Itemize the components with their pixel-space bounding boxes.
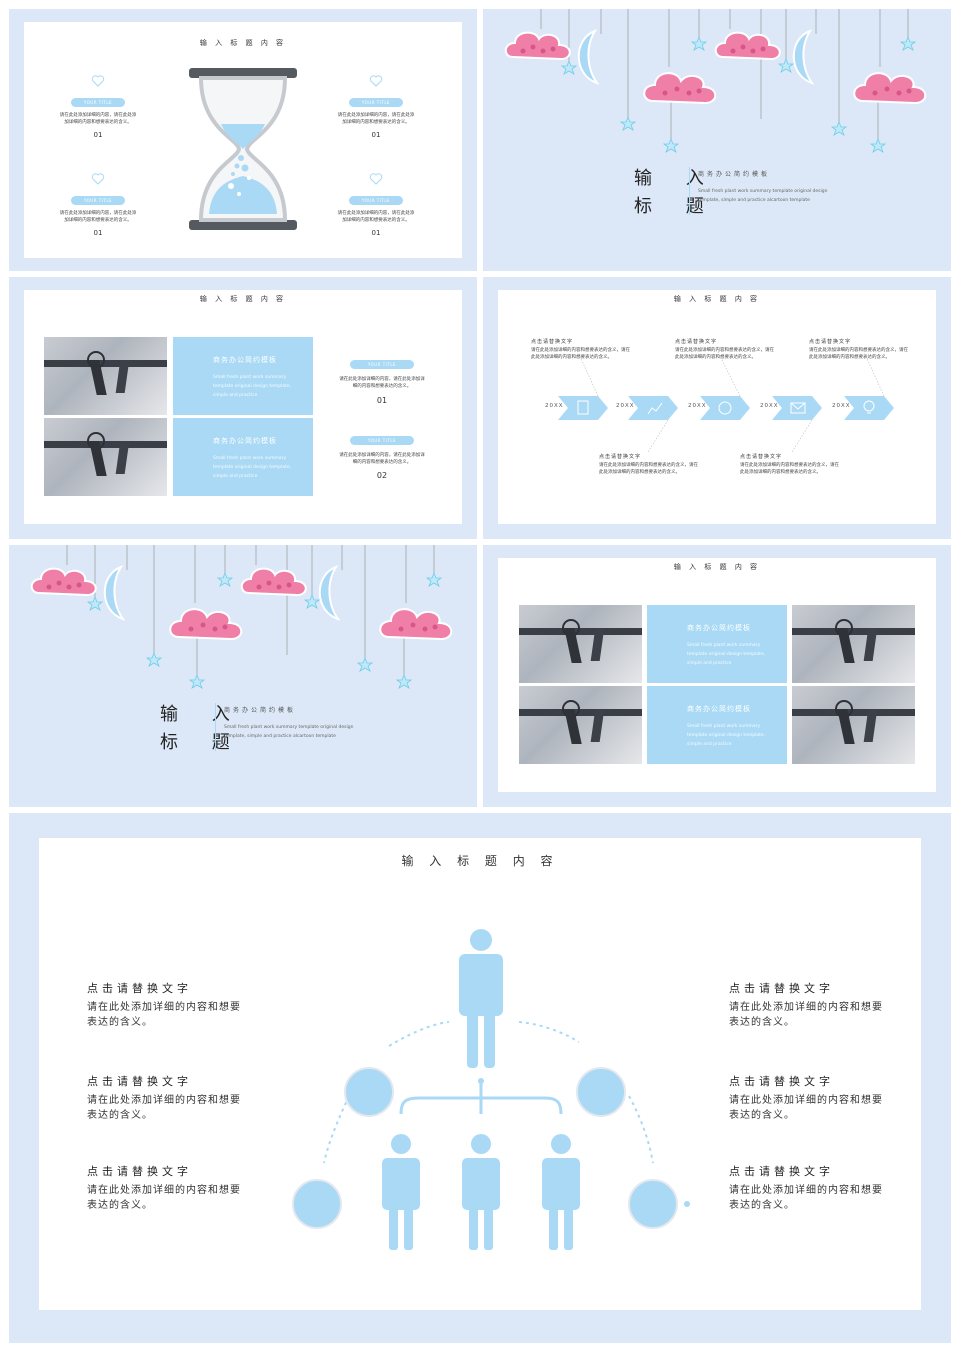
slide-cover[interactable]: 输 入 标 题 商务办公简约模板 Small fresh plant work … (483, 9, 951, 271)
org-heading: 点击请替换文字 (729, 1075, 834, 1088)
photo (44, 337, 167, 415)
pill-label: YOUR TITLE (349, 196, 403, 205)
org-text: 请在此处添加详细的内容和想要表达的含义。 (729, 1185, 883, 1211)
cover-title-line2: 标 题 (160, 732, 244, 753)
slide-timeline[interactable]: 输 入 标 题 内 容 点击请替换文字 请在此处添加详细的内容和想要表达的含义，… (483, 277, 951, 539)
photo (44, 418, 167, 496)
pill-label: YOUR TITLE (71, 98, 125, 107)
hanging-decorations (30, 545, 453, 689)
item-number: 01 (371, 131, 381, 139)
pill-label: YOUR TITLE (349, 98, 403, 107)
divider (689, 167, 690, 215)
item-number: 02 (376, 471, 388, 480)
item-text: 请在此处添加详细的内容，请在此处添加详细的内容和想要表达的含义。 (59, 113, 137, 125)
org-heading: 点击请替换文字 (87, 1165, 192, 1178)
timeline-text: 请在此处添加详细的内容和想要表达的含义，请在此处添加详细的内容和想要表达的含义。 (675, 348, 774, 360)
slide-title: 输 入 标 题 内 容 (673, 563, 761, 571)
slide-card: 输 入 标 题 内 容 点击请替换文字 请在此处添加详细的内容和想要表达的含义。… (39, 838, 921, 1310)
timeline-year: 20XX (688, 403, 707, 409)
timeline-text: 请在此处添加详细的内容和想要表达的含义，请在此处添加详细的内容和想要表达的含义。 (599, 463, 698, 475)
org-text: 请在此处添加详细的内容和想要表达的含义。 (729, 1002, 883, 1028)
item-text: 请在此处添加详细的内容，请在此处添加详细的内容和想要表达的含义。 (339, 453, 425, 465)
timeline-text: 请在此处添加详细的内容和想要表达的含义，请在此处添加详细的内容和想要表达的含义。 (809, 348, 908, 360)
timeline-year: 20XX (545, 403, 564, 409)
org-heading: 点击请替换文字 (729, 1165, 834, 1178)
slide-photo-grid[interactable]: 输 入 标 题 内 容 商务办公简约模板 Small fresh plant w… (483, 545, 951, 807)
slide-title: 输 入 标 题 内 容 (199, 39, 287, 47)
item-number: 01 (93, 229, 103, 237)
slide-title: 输 入 标 题 内 容 (673, 295, 761, 303)
timeline-heading: 点击请替换文字 (809, 339, 852, 345)
timeline-heading: 点击请替换文字 (740, 454, 783, 460)
info-box: 商务办公简约模板 Small fresh plant work summary … (647, 686, 787, 764)
org-text: 请在此处添加详细的内容和想要表达的含义。 (87, 1095, 241, 1121)
cover-english-text: Small fresh plant work summary template … (224, 725, 354, 739)
timeline-chevrons (558, 351, 894, 453)
org-text: 请在此处添加详细的内容和想要表达的含义。 (87, 1185, 241, 1211)
slide-card: 输 入 标 题 内 容 点击请替换文字 请在此处添加详细的内容和想要表达的含义，… (498, 290, 936, 524)
org-heading: 点击请替换文字 (87, 1075, 192, 1088)
item-number: 01 (376, 396, 388, 405)
item-text: 请在此处添加详细的内容，请在此处添加详细的内容和想要表达的含义。 (337, 113, 415, 125)
info-box: 商务办公简约模板 Small fresh plant work summary … (173, 337, 313, 415)
item-text: 请在此处添加详细的内容，请在此处添加详细的内容和想要表达的含义。 (59, 211, 137, 223)
pill-label: YOUR TITLE (350, 436, 414, 445)
photo (519, 686, 642, 764)
heart-icon (91, 173, 105, 185)
pill-label: YOUR TITLE (71, 196, 125, 205)
heart-icon (91, 75, 105, 87)
photo (792, 605, 915, 683)
info-box-title: 商务办公简约模板 (687, 624, 751, 632)
slide-card: 输 入 标 题 内 容 商务办公简约模板 Small fresh plant w… (24, 290, 462, 524)
timeline-text: 请在此处添加详细的内容和想要表达的含义，请在此处添加详细的内容和想要表达的含义。 (740, 463, 839, 475)
info-box-text: Small fresh plant work summary template … (687, 643, 766, 666)
info-box-title: 商务办公简约模板 (213, 356, 277, 364)
heart-icon (369, 75, 383, 87)
cover-title-line1: 输 入 (634, 168, 718, 189)
org-heading: 点击请替换文字 (729, 982, 834, 995)
org-heading: 点击请替换文字 (87, 982, 192, 995)
slide-card: 输 入 标 题 内 容 商务办公简约模板 Small fresh plant w… (498, 558, 936, 792)
info-box-text: Small fresh plant work summary template … (213, 375, 292, 398)
timeline-heading: 点击请替换文字 (599, 454, 642, 460)
slide-hourglass[interactable]: 输 入 标 题 内 容 YOUR TITLE 请在此处添加详细的内容，请在此处添… (9, 9, 477, 271)
hanging-decorations (504, 9, 927, 153)
info-box: 商务办公简约模板 Small fresh plant work summary … (173, 418, 313, 496)
heart-icon (369, 173, 383, 185)
timeline-text: 请在此处添加详细的内容和想要表达的含义，请在此处添加详细的内容和想要表达的含义。 (531, 348, 630, 360)
info-box-title: 商务办公简约模板 (213, 437, 277, 445)
hourglass-icon (189, 68, 297, 230)
slide-title: 输 入 标 题 内 容 (199, 295, 287, 303)
cover-english-text: Small fresh plant work summary template … (698, 189, 828, 203)
timeline-heading: 点击请替换文字 (675, 339, 718, 345)
slide-org-chart[interactable]: 输 入 标 题 内 容 点击请替换文字 请在此处添加详细的内容和想要表达的含义。… (9, 813, 951, 1343)
item-number: 01 (371, 229, 381, 237)
timeline-year: 20XX (760, 403, 779, 409)
photo (792, 686, 915, 764)
timeline-year: 20XX (832, 403, 851, 409)
cover-title-line2: 标 题 (634, 196, 718, 217)
org-text: 请在此处添加详细的内容和想要表达的含义。 (87, 1002, 241, 1028)
item-text: 请在此处添加详细的内容，请在此处添加详细的内容和想要表达的含义。 (339, 377, 425, 389)
slide-cover[interactable]: 输 入 标 题 商务办公简约模板 Small fresh plant work … (9, 545, 477, 807)
item-number: 01 (93, 131, 103, 139)
slide-card: 输 入 标 题 内 容 YOUR TITLE 请在此处添加详细的内容，请在此处添… (24, 22, 462, 258)
info-box-text: Small fresh plant work summary template … (687, 724, 766, 747)
divider (215, 703, 216, 751)
timeline-year: 20XX (616, 403, 635, 409)
item-text: 请在此处添加详细的内容，请在此处添加详细的内容和想要表达的含义。 (337, 211, 415, 223)
info-box: 商务办公简约模板 Small fresh plant work summary … (647, 605, 787, 683)
org-chart-diagram (292, 929, 690, 1250)
cover-subtitle: 商务办公简约模板 (698, 171, 771, 178)
timeline-heading: 点击请替换文字 (531, 339, 574, 345)
org-text: 请在此处添加详细的内容和想要表达的含义。 (729, 1095, 883, 1121)
info-box-text: Small fresh plant work summary template … (213, 456, 292, 479)
cover-title-line1: 输 入 (160, 704, 244, 725)
cover-subtitle: 商务办公简约模板 (224, 707, 297, 714)
photo (519, 605, 642, 683)
slide-photos[interactable]: 输 入 标 题 内 容 商务办公简约模板 Small fresh plant w… (9, 277, 477, 539)
slide-title: 输 入 标 题 内 容 (401, 854, 559, 868)
info-box-title: 商务办公简约模板 (687, 705, 751, 713)
pill-label: YOUR TITLE (350, 360, 414, 369)
